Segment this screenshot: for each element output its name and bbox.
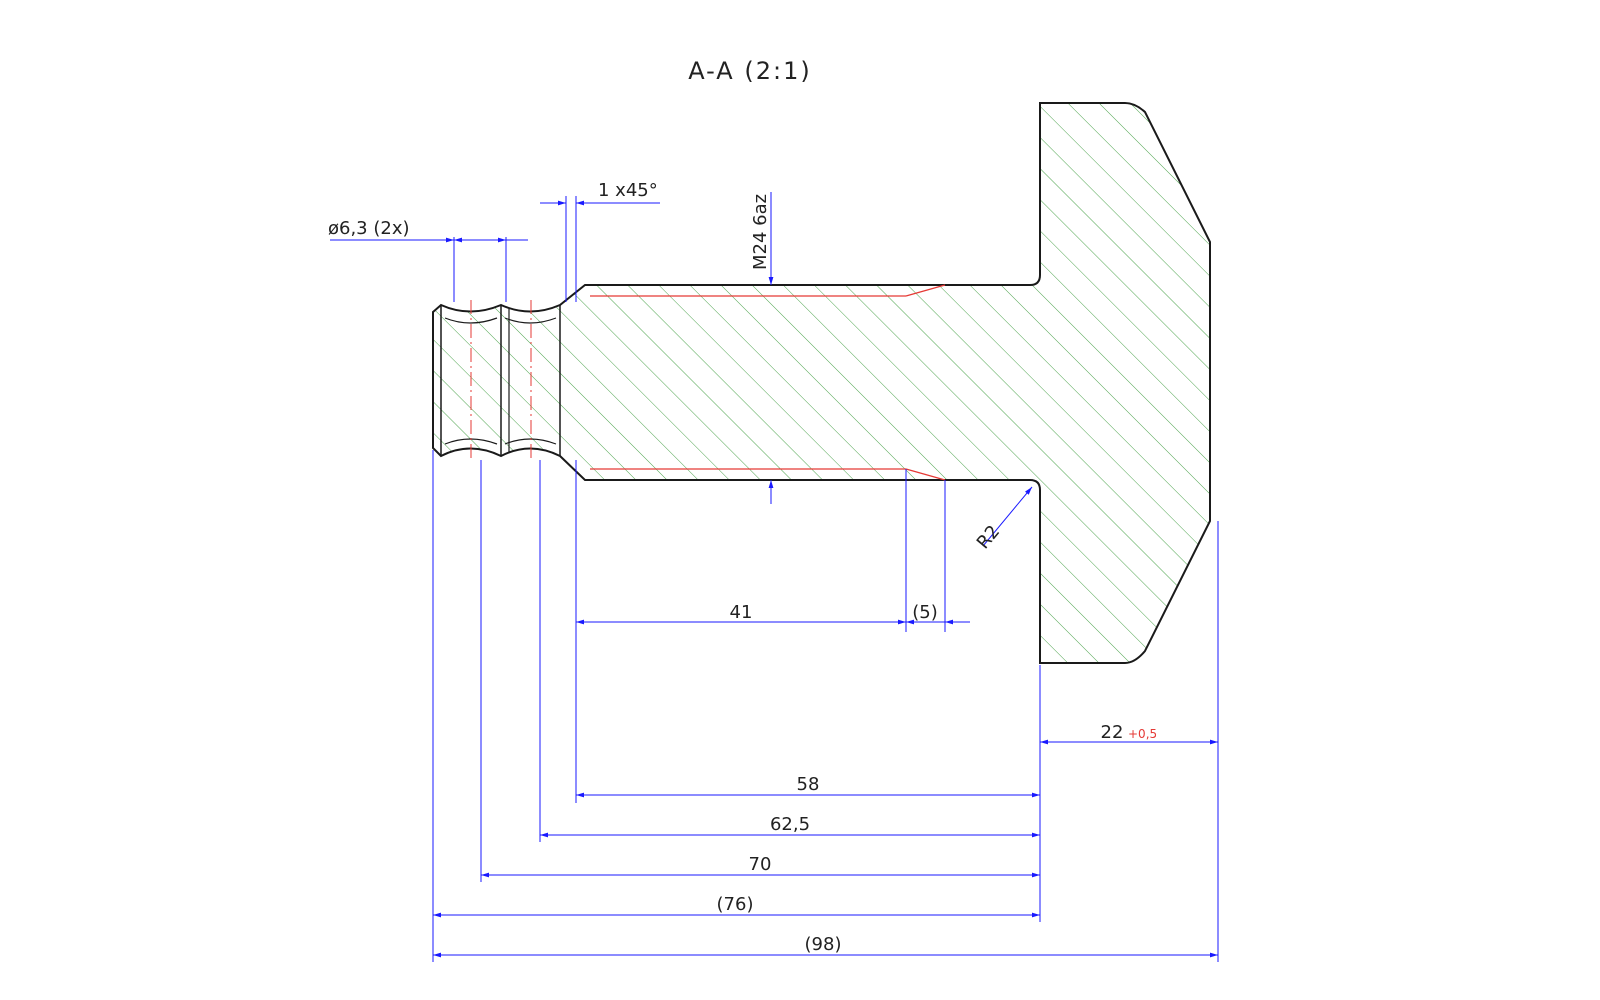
dim-thread-runout: (5) xyxy=(912,602,938,623)
part-fill xyxy=(433,103,1210,663)
dim-head-width: 22 xyxy=(1101,722,1124,743)
dim-groove-diameter: ø6,3 (2x) xyxy=(328,218,410,239)
dim-98: (98) xyxy=(805,934,842,955)
dim-58: 58 xyxy=(797,774,820,795)
dim-head-width-tolerance: +0,5 xyxy=(1128,727,1157,741)
dim-76: (76) xyxy=(717,894,754,915)
part-section xyxy=(432,102,1211,664)
dimension-lines xyxy=(330,192,1218,958)
dim-thread-length: 41 xyxy=(730,602,753,623)
dim-62-5: 62,5 xyxy=(770,814,810,835)
groove-inner-top xyxy=(444,317,557,324)
view-title: A-A (2:1) xyxy=(688,57,811,85)
dim-70: 70 xyxy=(749,854,772,875)
thread-runout-bottom xyxy=(905,468,946,481)
dim-chamfer: 1 x45° xyxy=(598,180,658,201)
dim-thread: M24 6az xyxy=(750,194,771,270)
part-outline xyxy=(432,102,1211,664)
thread-runout-top xyxy=(905,284,946,297)
